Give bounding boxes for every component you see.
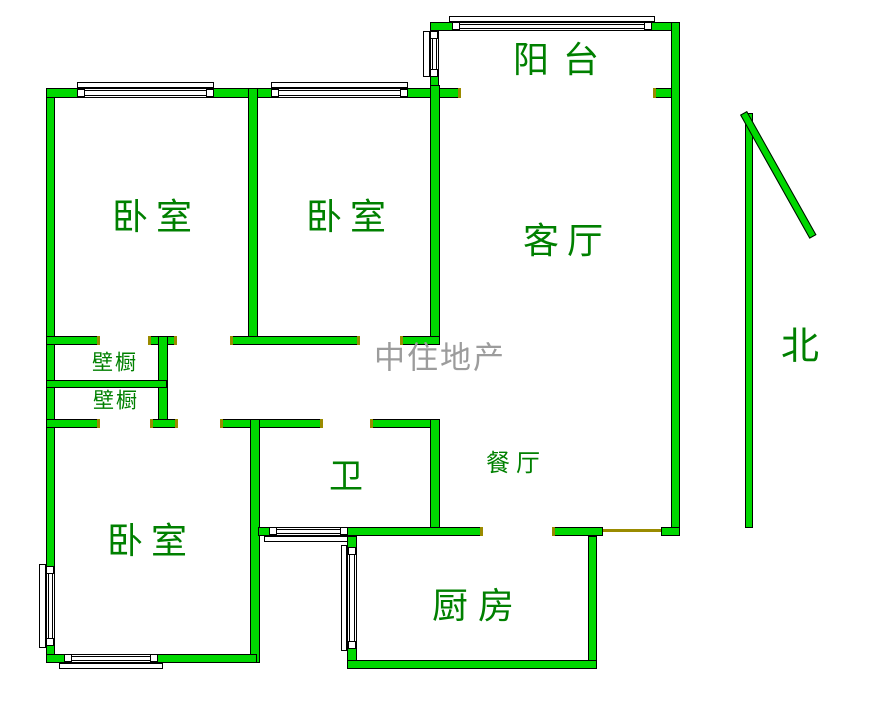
door-jamb (400, 336, 403, 345)
window-end (150, 654, 158, 662)
window-end (64, 654, 72, 662)
window-frame (423, 31, 430, 77)
room-label-bedroom-top-left: 卧室 (111, 197, 201, 237)
wall-bedroom-living-divider (430, 85, 440, 344)
entry-door-line (603, 529, 661, 532)
window-frame (59, 663, 163, 669)
window-end (269, 527, 277, 535)
door-jamb (148, 336, 151, 345)
window-end (46, 566, 54, 574)
north-label: 北 (780, 326, 820, 368)
room-label-balcony: 阳台 (512, 40, 614, 80)
wall-right-foot (661, 527, 680, 536)
wall-hall-top (230, 336, 360, 345)
wall-kitchen-bottom (347, 660, 597, 669)
door-jamb (97, 336, 100, 345)
door-jamb (480, 527, 483, 536)
window-end (348, 547, 356, 555)
room-label-bedroom-bottom: 卧室 (106, 521, 196, 561)
door-jamb (175, 419, 178, 428)
wall-closet-middle (46, 380, 167, 388)
window-end (452, 22, 460, 30)
wall-hall-top (46, 336, 100, 345)
room-label-closet-top: 壁橱 (92, 350, 138, 375)
door-jamb (320, 419, 323, 428)
window-frame (341, 545, 347, 651)
watermark: 中住地产 (374, 340, 506, 376)
window (347, 547, 357, 649)
room-label-closet-bottom: 壁橱 (93, 388, 139, 413)
window-end (206, 89, 214, 97)
wall-hall-bottom (220, 419, 323, 428)
window (64, 654, 158, 663)
door-jamb (653, 88, 656, 98)
door-jamb (370, 419, 373, 428)
wall-bedroom3-right (250, 419, 260, 663)
wall-hall-bottom (150, 419, 178, 428)
window-end (430, 31, 438, 39)
window-end (46, 638, 54, 646)
window-frame (449, 16, 655, 22)
window-frame (39, 564, 46, 648)
door-jamb (357, 336, 360, 345)
window-end (430, 69, 438, 77)
room-label-living-room: 客厅 (522, 221, 612, 261)
door-jamb (230, 336, 233, 345)
window (271, 88, 408, 98)
door-jamb (458, 88, 461, 98)
door-jamb (552, 527, 555, 536)
window (46, 566, 55, 646)
room-label-bedroom-top-mid: 卧室 (305, 197, 395, 237)
wall-kitchen-top-right (552, 527, 603, 536)
north-arrow-line (745, 113, 753, 528)
wall-outer-right (671, 22, 680, 536)
window (77, 88, 214, 98)
wall-kitchen-right (588, 536, 597, 669)
wall-hall-bottom (46, 419, 100, 428)
window-frame (77, 82, 214, 88)
window-end (77, 89, 85, 97)
window-frame (271, 82, 408, 88)
room-label-dining: 餐厅 (486, 451, 546, 477)
door-jamb (150, 419, 153, 428)
window-end (271, 89, 279, 97)
door-jamb (220, 419, 223, 428)
window (452, 22, 652, 31)
wall-bedroom-divider (248, 88, 258, 344)
window-end (644, 22, 652, 30)
window (269, 527, 348, 536)
room-label-bathroom: 卫 (329, 459, 363, 496)
wall-bathroom-right (430, 419, 440, 536)
window-frame (264, 536, 353, 542)
window-end (400, 89, 408, 97)
door-jamb (97, 419, 100, 428)
window-end (340, 527, 348, 535)
room-label-kitchen: 厨房 (431, 586, 525, 626)
window-end (348, 641, 356, 649)
door-jamb (174, 336, 177, 345)
